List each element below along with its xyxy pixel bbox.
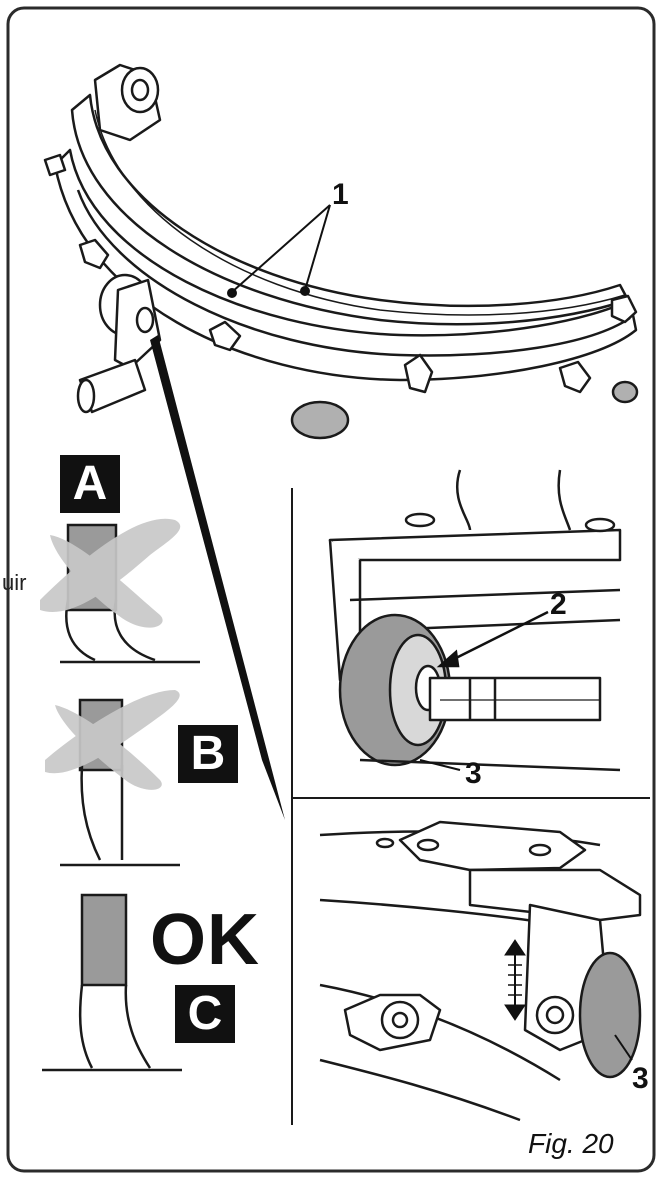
stray-text: uir: [2, 570, 27, 595]
panel-c-label: C: [175, 985, 235, 1043]
callout-3a-leader: [419, 759, 461, 771]
callout-1-label: 1: [332, 178, 349, 211]
panel-a-label: A: [60, 455, 120, 513]
ok-label: OK: [150, 900, 260, 980]
callout-1-leaders: [227, 204, 331, 298]
panel-a-cross: [40, 518, 181, 628]
figure-caption: Fig. 20: [528, 1128, 614, 1159]
panel-b-label: B: [178, 725, 238, 783]
callout-2-label: 2: [550, 588, 567, 621]
callout-3a-label: 3: [465, 757, 482, 790]
callout-3b-leader: [614, 1034, 633, 1061]
panel-c-blade: [42, 893, 182, 1072]
wheel-detail-bottom: [319, 820, 642, 1122]
callout-2-arrow: [436, 610, 549, 668]
height-adjust-arrow: [504, 939, 526, 1021]
squeegee-assembly: [43, 63, 639, 440]
pointer-wedge: [150, 335, 285, 820]
panel-b-cross: [45, 690, 180, 790]
figure-frame: [6, 6, 656, 1173]
wheel-detail-top: [328, 469, 622, 772]
callout-3b-label: 3: [632, 1062, 649, 1095]
